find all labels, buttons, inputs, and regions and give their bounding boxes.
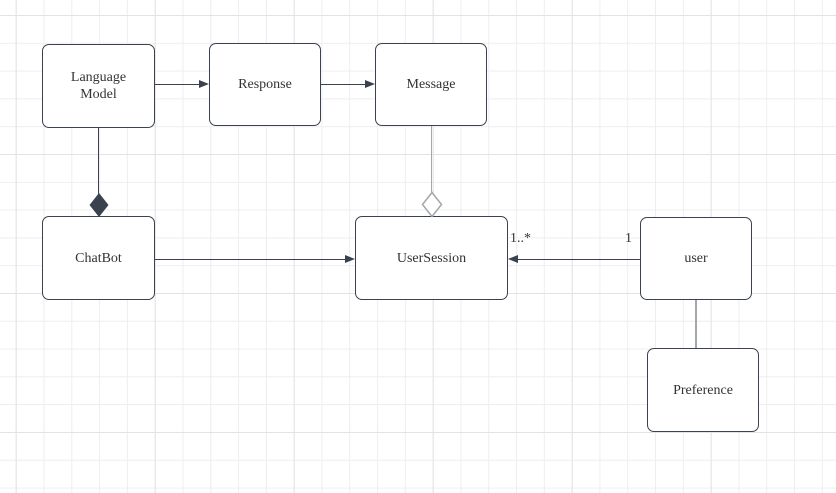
edge-user-preference-line[interactable] [695, 300, 697, 348]
node-chatbot-label: ChatBot [75, 250, 122, 266]
node-preference-label: Preference [673, 382, 733, 398]
node-response[interactable]: Response [209, 43, 321, 126]
node-response-label: Response [238, 77, 292, 92]
node-language-model[interactable]: Language Model [42, 44, 155, 128]
multiplicity-label-target[interactable]: 1..* [510, 231, 531, 246]
edge-message-usersession-line[interactable] [430, 126, 433, 192]
node-chatbot[interactable]: ChatBot [42, 216, 155, 300]
node-message[interactable]: Message [375, 43, 487, 126]
arrowhead-right-icon [345, 254, 355, 263]
arrowhead-right-icon [199, 79, 209, 88]
edge-languagemodel-chatbot-line[interactable] [97, 128, 100, 194]
node-user[interactable]: user [640, 217, 752, 300]
node-preference[interactable]: Preference [647, 348, 759, 432]
node-user-label: user [684, 251, 708, 266]
arrowhead-right-icon [365, 79, 375, 88]
node-message-label: Message [406, 77, 456, 92]
edge-language-model-response-line[interactable] [155, 83, 200, 85]
edge-chatbot-usersession-line[interactable] [155, 258, 346, 260]
aggregation-diamond-icon [421, 191, 443, 218]
edge-response-message-line[interactable] [321, 83, 366, 85]
node-usersession[interactable]: UserSession [355, 216, 508, 300]
composition-diamond-shape [89, 193, 109, 217]
node-usersession-label: UserSession [396, 250, 467, 266]
node-language-model-label: Language Model [70, 70, 127, 102]
multiplicity-label-source[interactable]: 1 [625, 231, 632, 246]
composition-diamond-icon [89, 193, 109, 217]
edge-user-usersession-line[interactable] [517, 258, 640, 260]
aggregation-diamond-shape [421, 191, 443, 218]
arrowhead-left-icon [508, 254, 518, 263]
